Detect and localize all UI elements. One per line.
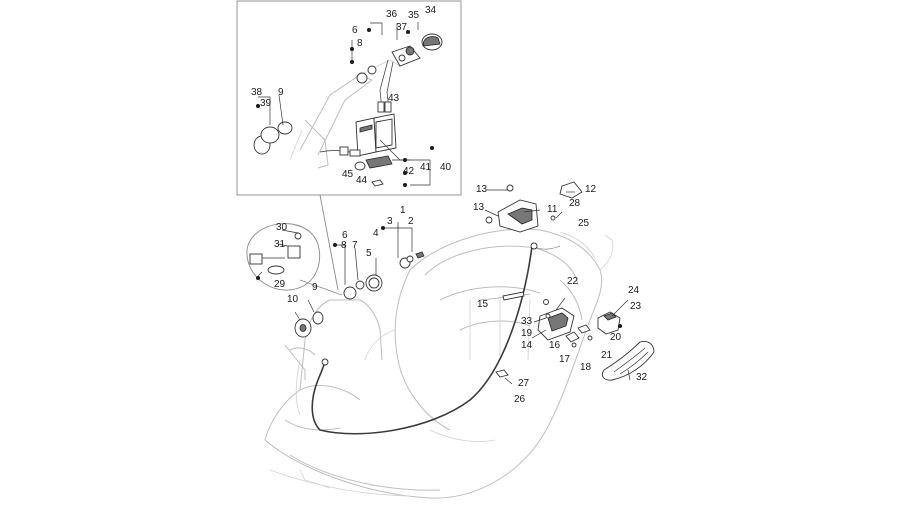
- callout-inset_top-39: 39: [260, 98, 272, 109]
- key-42: [354, 155, 393, 187]
- scooter-frame-outline: [264, 228, 614, 499]
- callout-inset_left-30: 30: [276, 222, 288, 233]
- callout-main-17: 17: [559, 354, 571, 365]
- callout-inset_top-34: 34: [425, 5, 437, 16]
- callout-main-7: 7: [352, 240, 358, 251]
- callout-inset_top-41: 41: [420, 162, 432, 173]
- callout-inset_left-10: 10: [287, 294, 299, 305]
- callout-inset_top-8: 8: [357, 38, 363, 49]
- callout-main-6: 6: [342, 230, 348, 241]
- callout-main-8: 8: [341, 240, 347, 251]
- callout-inset_left-29: 29: [274, 279, 286, 290]
- callout-main-19: 19: [521, 328, 533, 339]
- callout-main-32: 32: [636, 372, 648, 383]
- callout-main-4: 4: [373, 228, 379, 239]
- callout-main-15: 15: [477, 299, 489, 310]
- callout-main-13: 13: [473, 202, 485, 213]
- callout-main-28: 28: [569, 198, 581, 209]
- cable-15: [479, 291, 531, 301]
- callout-main-18: 18: [580, 362, 592, 373]
- callout-main-12: 12: [585, 184, 597, 195]
- latch-11: [484, 181, 583, 233]
- callout-main-23: 23: [630, 301, 642, 312]
- callout-main-16: 16: [549, 340, 561, 351]
- actuator-23: [597, 299, 629, 335]
- inset-left: [246, 223, 343, 380]
- callout-inset_top-36: 36: [386, 9, 398, 20]
- callout-main-27: 27: [518, 378, 530, 389]
- cover-32: [601, 341, 655, 381]
- callout-inset_top-42: 42: [403, 166, 415, 177]
- callout-inset_top-45: 45: [342, 169, 354, 180]
- callout-inset_top-44: 44: [356, 175, 368, 186]
- callout-main-1: 1: [400, 205, 406, 216]
- callout-inset_top-37: 37: [396, 22, 408, 33]
- callout-main-3: 3: [387, 216, 393, 227]
- cap-38: [253, 121, 293, 155]
- inset-top: [236, 0, 462, 196]
- callout-inset_top-38: 38: [251, 87, 263, 98]
- bezel-10: [284, 299, 324, 380]
- callout-inset_top-40: 40: [440, 162, 452, 173]
- callout-inset_top-6: 6: [352, 25, 358, 36]
- clip-27: [495, 369, 513, 385]
- lock-assembly-group: [333, 222, 425, 300]
- callout-inset_top-35: 35: [408, 10, 420, 21]
- sensor-45: [319, 146, 361, 157]
- callout-main-20: 20: [610, 332, 622, 343]
- callout-main-33: 33: [521, 316, 533, 327]
- callout-main-14: 14: [521, 340, 533, 351]
- cable-26: [311, 242, 561, 435]
- callout-inset_left-9: 9: [312, 282, 318, 293]
- connector-31: [249, 232, 302, 275]
- switch-body-37: [391, 45, 421, 67]
- latch-22: [531, 297, 593, 348]
- switch-34: [421, 33, 443, 51]
- callout-inset_top-43: 43: [388, 93, 400, 104]
- callout-inset_top-9: 9: [278, 87, 284, 98]
- callout-main-11: 11: [547, 204, 558, 215]
- callout-main-25: 25: [578, 218, 590, 229]
- callout-main-26: 26: [514, 394, 526, 405]
- callout-main-5: 5: [366, 248, 372, 259]
- module-43: [355, 113, 397, 157]
- callout-main-24: 24: [628, 285, 640, 296]
- callout-main-2: 2: [408, 216, 414, 227]
- callout-main-22: 22: [567, 276, 579, 287]
- callout-inset_left-31: 31: [274, 239, 286, 250]
- callout-main-13: 13: [476, 184, 488, 195]
- callout-main-21: 21: [601, 350, 613, 361]
